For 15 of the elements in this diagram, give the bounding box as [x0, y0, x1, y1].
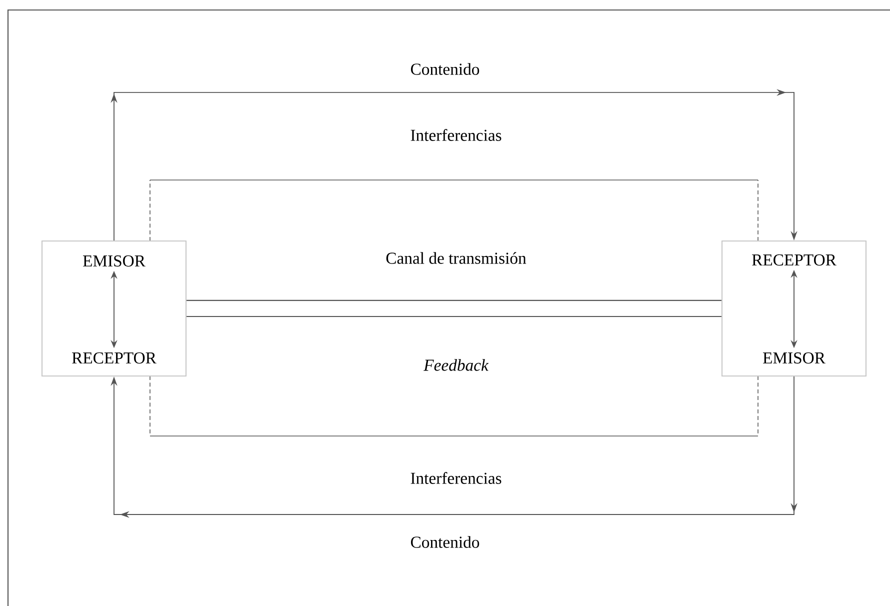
box-label: RECEPTOR [752, 254, 836, 266]
box [721, 240, 867, 377]
box-label: EMISOR [83, 255, 146, 267]
arrow [110, 376, 798, 518]
arrow [110, 89, 798, 241]
annotation: Interferencias [410, 129, 502, 141]
annotation: Feedback [424, 359, 489, 371]
box [41, 240, 187, 377]
annotation: Interferencias [410, 472, 502, 484]
box-label: RECEPTOR [72, 352, 156, 364]
edge-label: Contenido [408, 534, 482, 550]
channel-line [186, 300, 722, 318]
edge-label: Canal de transmisión [384, 250, 528, 266]
box-label: EMISOR [763, 352, 826, 364]
edge-label: Contenido [408, 62, 482, 76]
